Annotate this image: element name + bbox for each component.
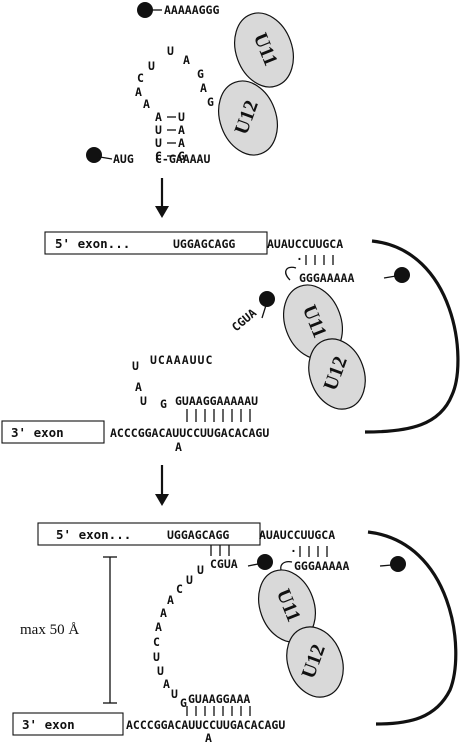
panel2-branch-pair: GUAAGGAAAAAU (175, 394, 258, 408)
panel1-bottom-connector (99, 156, 113, 160)
panel1-hairpin-loop: U U A C G A A A G (135, 44, 214, 111)
intron-side-nt: A (135, 380, 142, 394)
panel1-top-cap-icon (137, 2, 153, 18)
panel1-bottom-cap-icon (86, 147, 102, 163)
loop-nt: A (183, 53, 190, 67)
panel3-3-exon-box (12, 712, 124, 736)
panel3-5-exon-label: 5' exon... (56, 527, 131, 542)
panel2-5ss-cap-icon (259, 291, 275, 307)
panel1-u12: U12 (218, 80, 278, 156)
panel1-bottom-left: AUG (113, 152, 134, 166)
panel3-exon-intron-ticks (210, 545, 230, 556)
panel-3: 5' exon... UGGAGCAGG AUAUCCUUGCA . GGGAA… (12, 522, 458, 743)
intron-side-nt: C (176, 582, 183, 596)
loop-nt: A (135, 85, 142, 99)
panel2-pairing-ticks-top: . (296, 249, 334, 265)
panel3-scale-bar (103, 556, 117, 704)
panel2-intron: UCAAAUUC U A U G (132, 353, 213, 411)
panel3-5ss-cap-icon (257, 554, 273, 570)
stem-left-nt: A (155, 110, 162, 124)
panel2-u11-cap-icon (394, 267, 410, 283)
panel2-5-exon-label: 5' exon... (55, 236, 130, 251)
panel2-u12: U12 (308, 338, 366, 410)
intron-side-nt: A (160, 606, 167, 620)
intron-side-nt: U (140, 394, 147, 408)
intron-side-nt: U (171, 687, 178, 701)
intron-side-nt: U (157, 664, 164, 678)
panel3-3-exon-seq: ACCCGGACAUUCCUUGACACAGU (126, 718, 285, 732)
loop-nt: A (200, 81, 207, 95)
panel2-3-exon-seq: ACCCGGACAUUCCUUGACACAGU (110, 426, 269, 440)
panel3-u11-cap-icon (390, 556, 406, 572)
panel3-5-exon-seq: UGGAGCAGG (167, 528, 229, 542)
intron-side-nt: A (163, 677, 170, 691)
svg-text:.: . (296, 249, 303, 263)
loop-nt: C (137, 71, 144, 85)
panel2-3-exon-label: 3' exon (11, 425, 64, 440)
panel2-exon-backbone (364, 239, 460, 434)
stem-right-nt: A (178, 123, 185, 137)
arrow-down-1-icon (155, 178, 169, 218)
panel3-branch-pair: GUAAGGAAA (188, 692, 250, 706)
arrow-down-2-icon (155, 465, 169, 506)
panel2-bulge-a: A (175, 440, 182, 454)
panel-1: AAAAAGGG U11 U12 U U A C G A A A G A U U… (86, 2, 294, 166)
panel2-intron-arc: CGUA (229, 306, 259, 335)
panel1-stem: A U U C U A A G (155, 110, 185, 163)
panel3-u12: U12 (286, 626, 344, 698)
loop-nt: U (148, 59, 155, 73)
intron-side-nt: U (197, 563, 204, 577)
loop-nt: G (197, 67, 204, 81)
panel2-branch-ticks (186, 409, 251, 422)
loop-nt: A (143, 97, 150, 111)
intron-side-nt: A (155, 620, 162, 634)
panel2-u11-connector (383, 275, 397, 279)
intron-side-nt: A (167, 593, 174, 607)
panel1-top-tail: AAAAAGGG (164, 3, 219, 17)
stem-right-nt: A (178, 136, 185, 150)
intron-side-nt: C (153, 635, 160, 649)
panel3-branch-ticks (186, 706, 251, 716)
panel3-u11: U11 (258, 569, 316, 643)
stem-left-nt: C (155, 149, 162, 163)
intron-side-nt: G (160, 397, 167, 411)
panel1-u11: U11 (234, 12, 294, 88)
panel3-pairing-ticks-top: . (290, 541, 328, 557)
panel2-u11-hook (285, 266, 297, 281)
loop-nt: G (207, 95, 214, 109)
intron-side-nt: G (180, 696, 187, 710)
panel2-3-exon-box (1, 420, 105, 444)
panel3-intron-chain: U U C A A A C U U A U G (153, 563, 204, 710)
panel1-bottom-right: C-GAAAAU (155, 152, 210, 166)
panel2-u11-seq: GGGAAAAA (299, 271, 354, 285)
stem-left-nt: U (155, 123, 162, 137)
panel-2: 5' exon... UGGAGCAGG AUAUCCUUGCA . GGGAA… (1, 231, 460, 454)
intron-side-nt: U (153, 650, 160, 664)
panel2-5-exon-seq: UGGAGCAGG (173, 237, 235, 251)
panel3-u11-seq: GGGAAAAA (294, 559, 349, 573)
panel3-bulge-a: A (205, 731, 212, 743)
panel3-exon-backbone (367, 530, 458, 726)
intron-side-nt: U (132, 359, 139, 373)
panel3-u11-connector (379, 564, 393, 567)
panel2-intron-loop: UCAAAUUC (150, 353, 213, 367)
intron-side-nt: U (186, 573, 193, 587)
panel3-3-exon-label: 3' exon (22, 717, 75, 732)
stem-right-nt: U (178, 110, 185, 124)
panel3-intron-top: CGUA (210, 557, 238, 571)
panel3-scale-label: max 50 Å (20, 622, 79, 638)
loop-nt: U (167, 44, 174, 58)
stem-left-nt: U (155, 136, 162, 150)
panel3-5-exon-box (37, 522, 261, 546)
panel2-5-exon-tail: AUAUCCUUGCA (267, 237, 343, 251)
panel3-5-exon-tail: AUAUCCUUGCA (259, 528, 335, 542)
stem-right-nt: G (178, 149, 185, 163)
panel2-5-exon-box (44, 231, 268, 255)
svg-text:.: . (290, 541, 297, 555)
panel3-pin-stem (247, 563, 259, 567)
